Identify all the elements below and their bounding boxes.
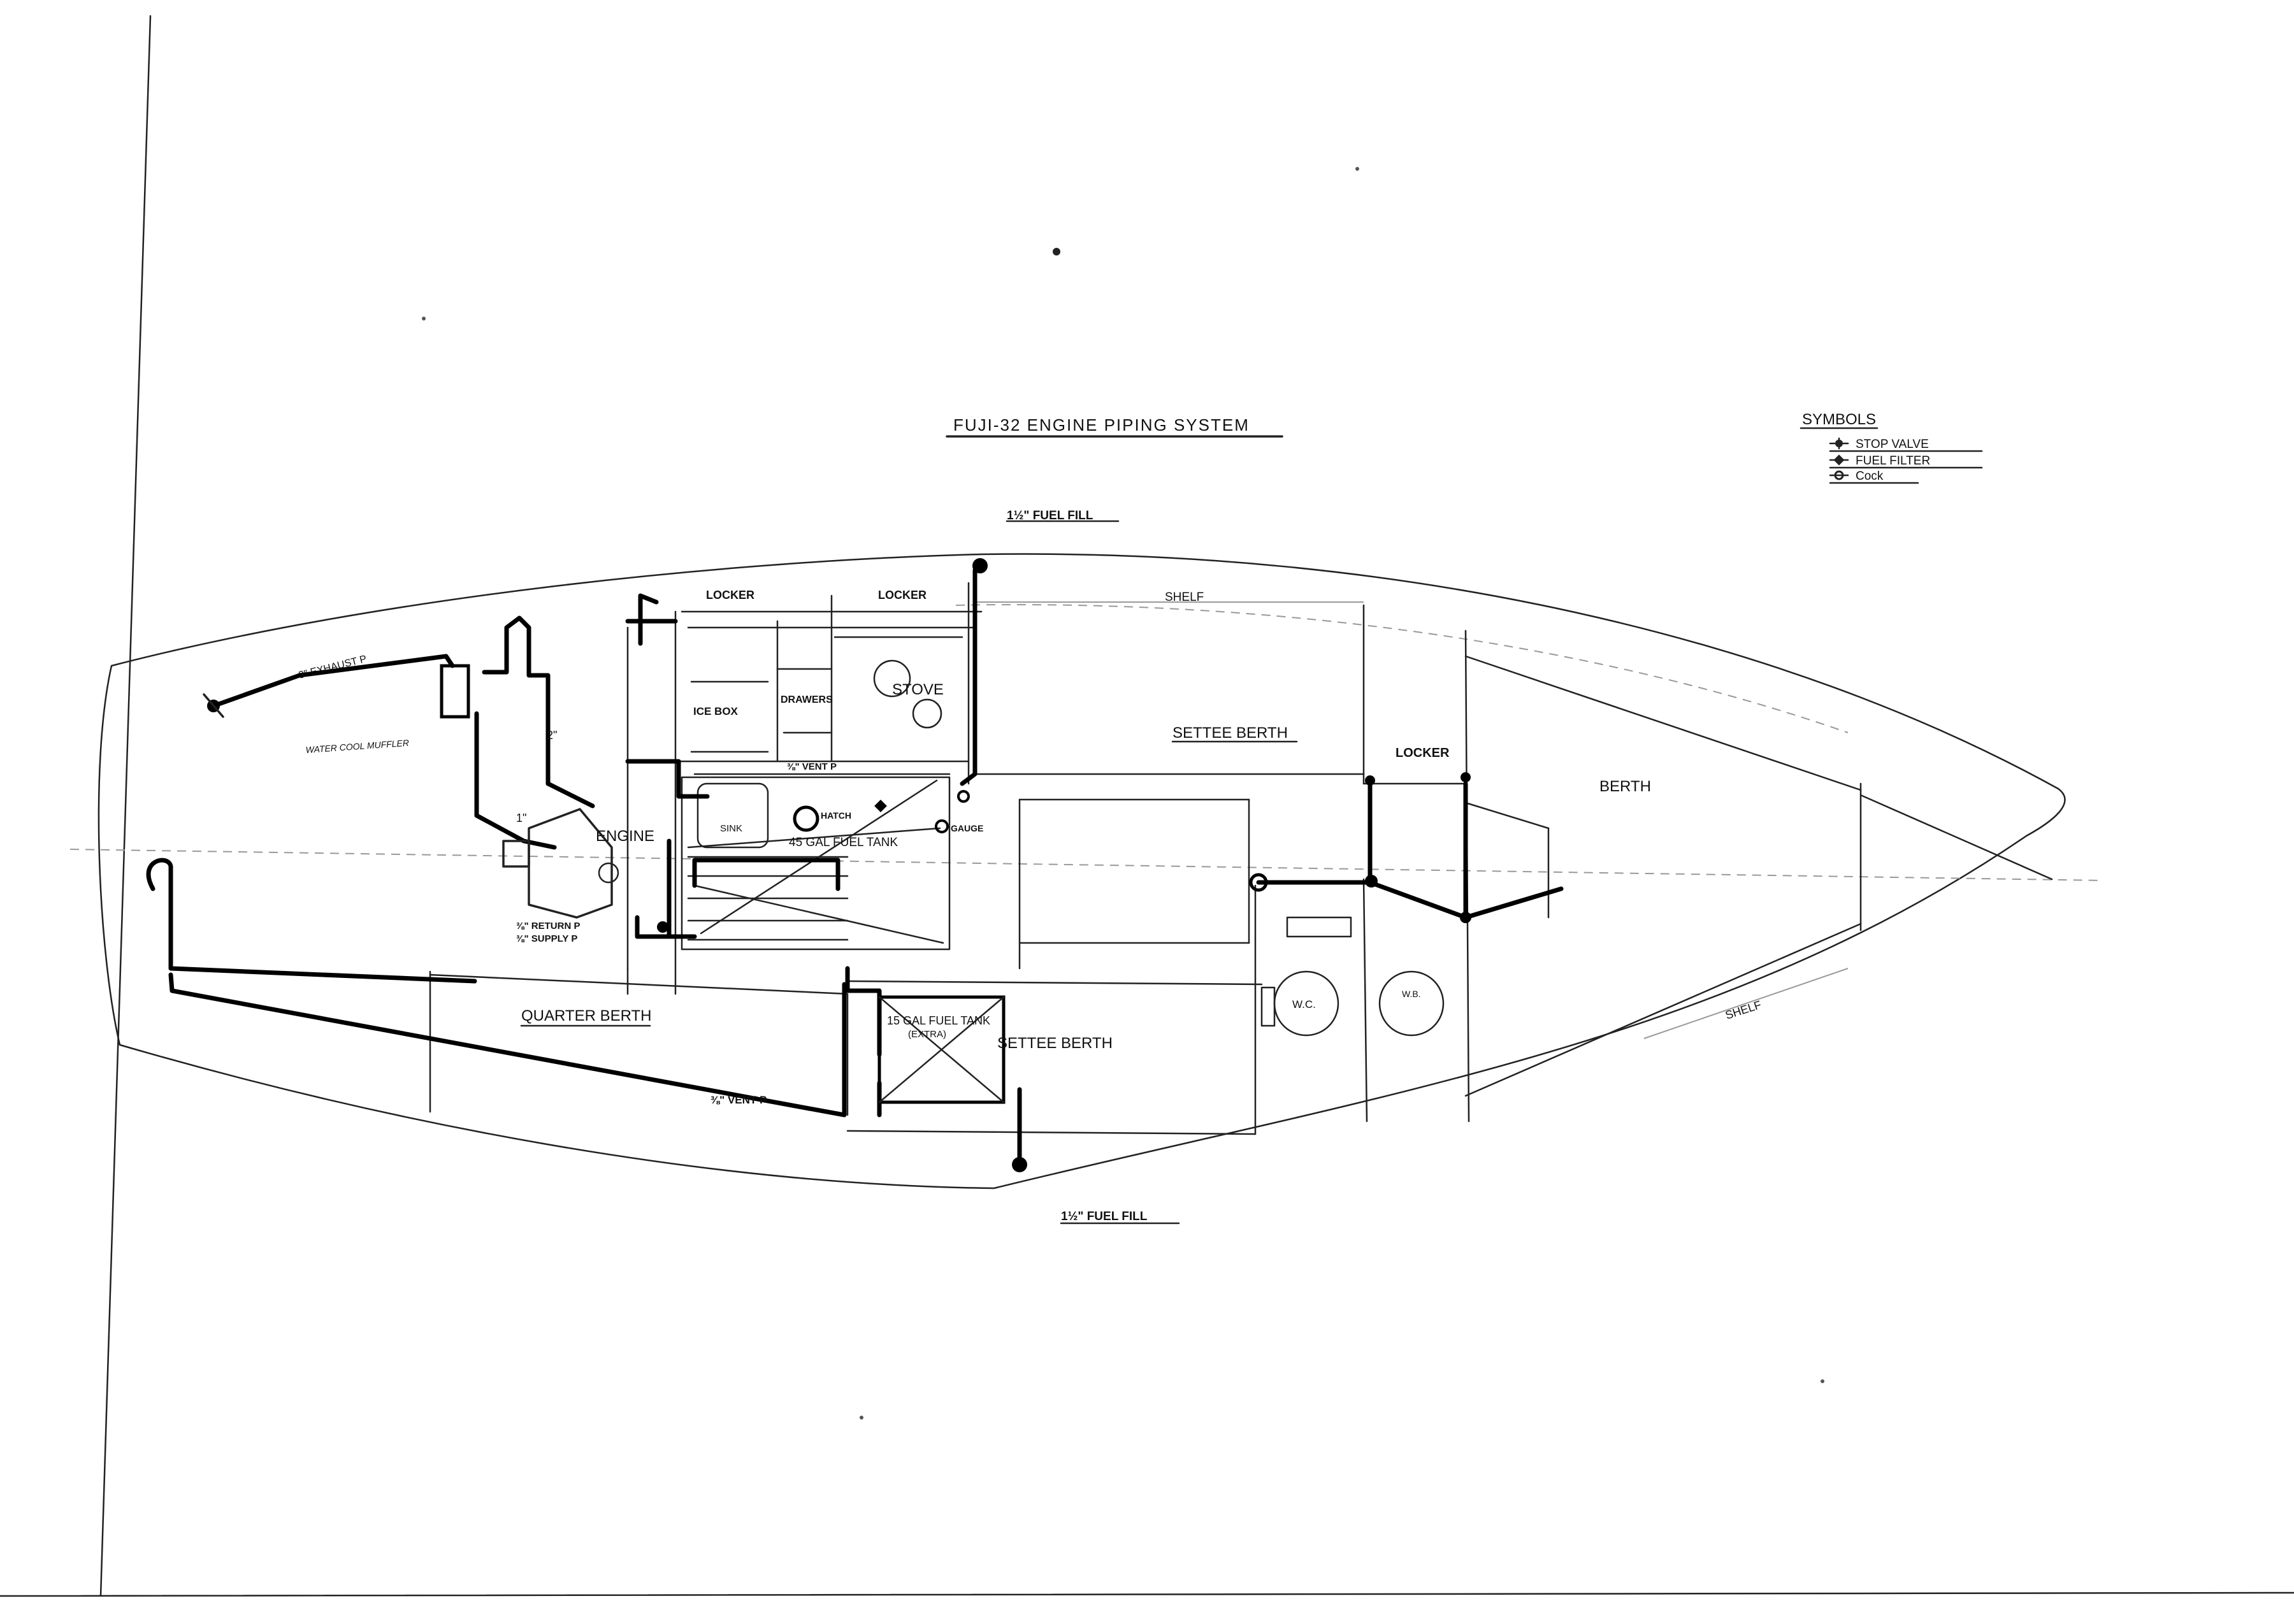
label-locker-aft: LOCKER [706,589,754,601]
drawing-title: FUJI-32 ENGINE PIPING SYSTEM [953,415,1250,435]
symbols-legend: SYMBOLS STOP VALVE FUEL FILTER Cock [1800,411,1983,484]
label-settee-berth-bottom: SETTEE BERTH [997,1035,1113,1052]
cock-icon [1249,873,1268,892]
label-return-pipe: ⅜" RETURN P [516,921,580,931]
cock-icon [1365,775,1375,786]
cock-icon [1365,875,1378,887]
label-drawers: DRAWERS [781,694,833,705]
stop-valve-icon [1829,437,1849,450]
vent-pipe [638,593,659,646]
cock-icon [1829,470,1849,480]
fuel-fill-deck-top [972,558,988,573]
label-fuel-tank-main: 45 GAL FUEL TANK [789,836,898,849]
piping-network [146,558,1564,1172]
sheer-line-inner [955,604,1849,733]
cabin-structure [429,582,2053,1135]
label-fuel-fill-bottom: 1½" FUEL FILL [1061,1210,1148,1223]
hatch-icon [793,805,819,832]
label-wc: W.C. [1292,998,1316,1010]
exhaust-riser [482,615,595,808]
label-pipe-size-1in: 1" [516,812,526,824]
scan-speck [422,317,426,320]
label-locker-fwd: LOCKER [1396,746,1450,760]
stern-exhaust-loop [146,858,477,984]
extra-fuel-tank [877,995,1006,1104]
label-fuel-tank-extra-1: 15 GAL FUEL TANK [887,1014,990,1027]
label-pipe-size-2in: 2" [547,729,557,742]
scan-speck [1821,1379,1824,1383]
label-stove: STOVE [892,681,944,698]
legend-heading: SYMBOLS [1802,411,1876,428]
cock-icon [1461,772,1471,782]
label-vent-pipe-bottom: ⅜" VENT P [711,1094,767,1106]
water-cool-muffler [440,664,470,719]
fuel-filter-icon [874,800,887,812]
stop-valve-icon [203,693,224,718]
legend-item-cock: Cock [1856,470,1884,483]
label-berth: BERTH [1599,778,1651,795]
label-wb: W.B. [1402,989,1421,999]
engine-block [502,808,619,919]
cock-icon [657,921,668,933]
label-vent-pipe-top: ⅜" VENT P [787,761,837,772]
label-settee-berth-top: SETTEE BERTH [1172,724,1288,742]
fuel-fill-pipe-top [960,568,977,786]
cock-icon [1460,912,1471,923]
label-gauge: GAUGE [951,823,983,833]
scan-speck [1053,248,1060,255]
fuel-fill-deck-bottom [1012,1157,1027,1172]
label-fuel-fill-top: 1½" FUEL FILL [1007,509,1093,522]
label-quarter-berth: QUARTER BERTH [521,1007,651,1024]
legend-item-fuel-filter: FUEL FILTER [1856,454,1930,468]
label-fuel-tank-extra-2: (EXTRA) [908,1029,946,1040]
label-engine: ENGINE [596,828,654,845]
exhaust-pipe [211,654,455,708]
legend-item-stop-valve: STOP VALVE [1856,438,1929,451]
label-supply-pipe: ⅜" SUPPLY P [516,933,577,944]
label-hatch: HATCH [821,810,851,821]
scan-speck [860,1416,863,1419]
label-shelf-top: SHELF [1165,591,1204,604]
label-locker-mid: LOCKER [878,589,927,601]
fuel-filter-icon [1829,454,1849,466]
cock-icon [957,790,970,803]
gauge-icon [935,819,949,833]
sheet-frame-left [99,15,152,1597]
scan-speck [1355,167,1359,171]
label-ice-box: ICE BOX [693,705,739,717]
hull-outline [97,553,2066,1189]
centerline [69,849,2103,881]
label-sink: SINK [720,823,742,834]
sheet-frame-bottom [0,1592,2294,1597]
